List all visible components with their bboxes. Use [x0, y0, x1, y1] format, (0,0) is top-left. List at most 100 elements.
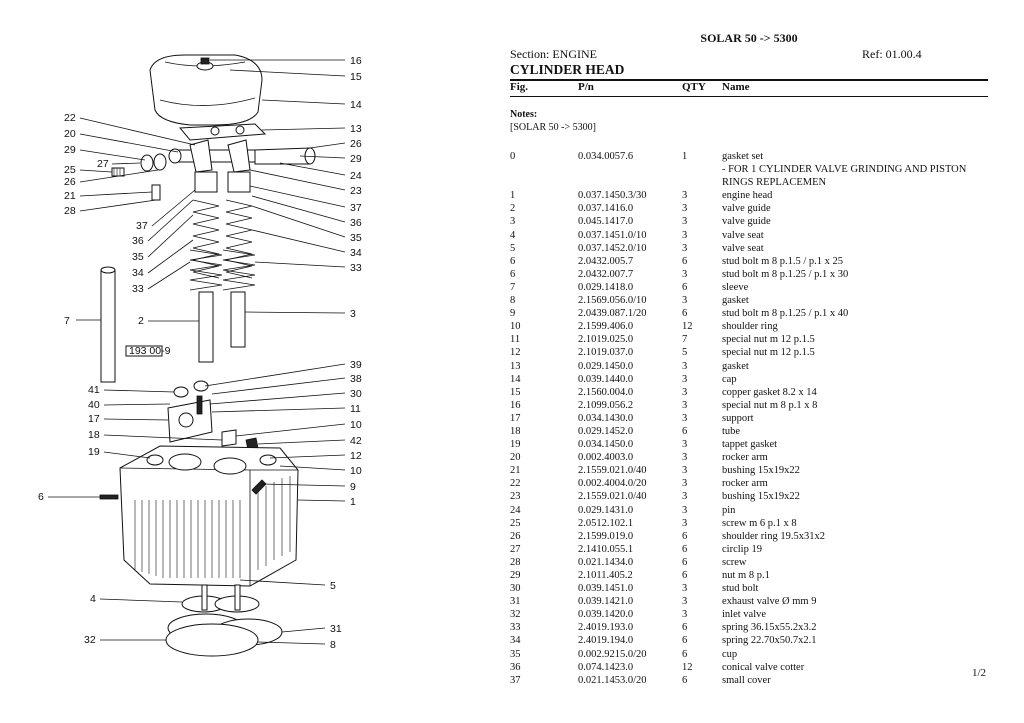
notes-label: Notes:	[510, 109, 538, 120]
qty-cell: 6	[682, 543, 688, 555]
qty-cell: 3	[682, 609, 688, 621]
name-cell: valve guide	[722, 216, 771, 228]
qty-cell: 3	[682, 203, 688, 215]
name-cell: rocker arm	[722, 452, 768, 464]
callout-8: 8	[330, 639, 336, 651]
fig-cell: 4	[510, 229, 516, 241]
fig-cell: 14	[510, 373, 521, 385]
pn-cell: 0.034.0057.6	[578, 151, 634, 162]
name-cell: spring 22.70x50.7x2.1	[722, 635, 817, 647]
name-cell: sleeve	[722, 281, 749, 293]
qty-cell: 3	[682, 190, 688, 202]
fig-cell: 9	[510, 308, 516, 320]
callout-10a: 10	[350, 419, 362, 431]
qty-cell: 6	[682, 308, 688, 320]
callout-18: 18	[88, 429, 100, 441]
callout-35: 35	[350, 232, 362, 244]
fig-cell: 16	[510, 399, 521, 411]
page-number: 1/2	[972, 667, 987, 679]
callout-31: 31	[330, 623, 342, 635]
document-title: SOLAR 50 -> 5300	[700, 31, 798, 45]
callout-1: 1	[350, 496, 356, 508]
name-cell: stud bolt m 8 p.1.5 / p.1 x 25	[722, 255, 844, 267]
fig-cell: 5	[510, 242, 516, 254]
notes-text: [SOLAR 50 -> 5300]	[510, 122, 596, 133]
name-cell: inlet valve	[722, 609, 767, 621]
header-rule	[510, 79, 988, 81]
fig-cell: 18	[510, 425, 521, 437]
cap-part	[149, 54, 263, 126]
qty-cell: 3	[682, 295, 688, 307]
callout-34-left: 34	[132, 267, 144, 279]
name-cell: gasket set	[722, 151, 764, 162]
col-header-qty: QTY	[682, 81, 706, 93]
fig-cell: 25	[510, 517, 521, 529]
pn-cell: 2.1019.037.0	[578, 347, 634, 359]
callout-26: 26	[350, 138, 362, 150]
name-cell: gasket	[722, 360, 749, 372]
callout-16: 16	[350, 55, 362, 67]
fig-cell: 24	[510, 504, 521, 516]
pn-cell: 2.1559.021.0/40	[578, 491, 647, 503]
pn-cell: 2.4019.193.0	[578, 622, 634, 634]
table-row: - FOR 1 CYLINDER VALVE GRINDING AND PIST…	[510, 163, 980, 176]
gasket-part	[178, 123, 267, 141]
pn-cell: 2.1569.056.0/10	[578, 295, 647, 307]
pn-cell: 0.039.1420.0	[578, 609, 634, 621]
callout-35-left: 35	[132, 251, 144, 263]
name-cell: rocker arm	[722, 478, 768, 490]
qty-cell: 3	[682, 504, 688, 516]
fig-cell: 28	[510, 556, 521, 568]
name-cell: stud bolt m 8 p.1.25 / p.1 x 40	[722, 308, 849, 320]
callout-19: 19	[88, 446, 100, 458]
pn-cell: 0.039.1421.0	[578, 596, 634, 608]
qty-cell: 6	[682, 425, 688, 437]
pn-cell: 2.0439.087.1/20	[578, 308, 647, 320]
callouts-right: 16 15 14 13 26 29 24 23 37 36 35 34 33 3…	[204, 55, 362, 651]
fig-cell: 20	[510, 452, 521, 464]
callout-5: 5	[330, 580, 336, 592]
name-cell: stud bolt	[722, 583, 759, 595]
pn-cell: 2.1099.056.2	[578, 399, 634, 411]
section-label: Section: ENGINE	[510, 47, 597, 61]
fig-cell: 6	[510, 268, 516, 280]
pn-cell: 0.045.1417.0	[578, 216, 634, 228]
fig-cell: 33	[510, 622, 521, 634]
fig-cell: 19	[510, 439, 521, 451]
col-header-pn: P/n	[578, 81, 594, 93]
pn-cell: 0.034.1450.0	[578, 439, 634, 451]
qty-cell: 6	[682, 570, 688, 581]
qty-cell: 6	[682, 622, 688, 634]
name-cell: nut m 8 p.1	[722, 570, 770, 581]
fig-cell: 10	[510, 321, 521, 333]
callout-11: 11	[350, 403, 361, 415]
fig-cell: 2	[510, 203, 516, 215]
name-cell: bushing 15x19x22	[722, 491, 800, 503]
callout-22: 22	[64, 112, 76, 124]
qty-cell: 3	[682, 583, 688, 595]
pn-cell: 0.037.1452.0/10	[578, 242, 647, 254]
callout-2: 2	[138, 315, 144, 327]
tube-part	[100, 266, 116, 383]
name-cell: spring 36.15x55.2x3.2	[722, 622, 817, 634]
engine-head-part	[99, 445, 299, 587]
fig-cell: 6	[510, 255, 516, 267]
